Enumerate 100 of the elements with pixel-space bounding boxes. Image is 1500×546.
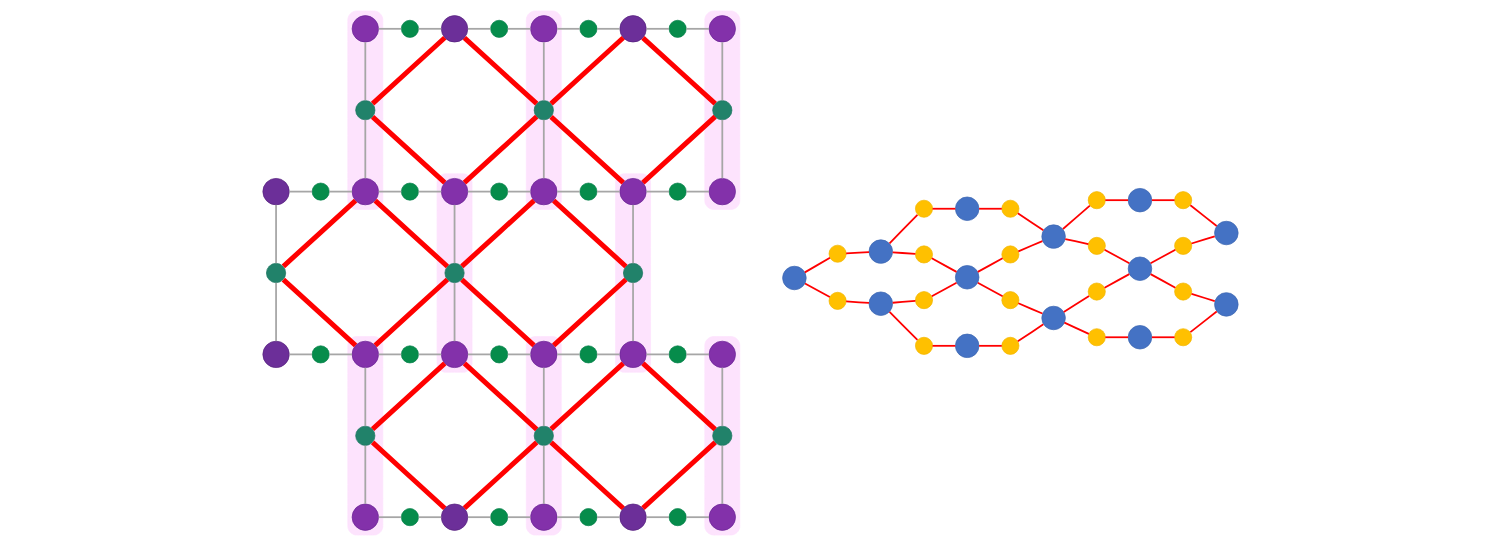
connector (555, 353, 581, 356)
connector (595, 353, 621, 356)
connector (640, 361, 717, 432)
node-circle (708, 15, 736, 43)
cluster (614, 173, 651, 373)
connector (1103, 336, 1129, 339)
node-circle (1173, 191, 1192, 210)
connector (976, 281, 1003, 298)
node-circle (954, 265, 979, 290)
node-circle (440, 340, 468, 368)
node-circle (533, 100, 554, 121)
connector (631, 204, 634, 265)
connector (377, 516, 402, 519)
connector (377, 190, 402, 193)
node-circle (354, 425, 375, 446)
node-circle (440, 503, 468, 531)
node-circle (529, 178, 557, 206)
node-circle (489, 19, 508, 38)
connector (1016, 212, 1044, 232)
node-circle (622, 263, 643, 283)
node-circle (1173, 328, 1192, 347)
connector (976, 257, 1003, 273)
node-circle (311, 182, 330, 201)
connector (542, 444, 545, 505)
node-circle (1000, 245, 1019, 264)
connector (417, 27, 442, 30)
node-circle (351, 340, 379, 368)
connector (551, 277, 628, 348)
connector (551, 198, 628, 269)
connector (595, 190, 621, 193)
connector (548, 35, 625, 106)
node-circle (440, 15, 468, 43)
node-circle (489, 345, 508, 364)
connector (417, 516, 442, 519)
connector (1103, 248, 1130, 265)
node-circle (711, 425, 732, 446)
connector (506, 353, 531, 356)
node-circle (708, 503, 736, 531)
node-circle (533, 425, 554, 446)
node-circle (668, 19, 687, 38)
connector (891, 251, 916, 255)
connector (555, 516, 581, 519)
connector (631, 281, 634, 342)
node-circle (1040, 305, 1066, 331)
connector (542, 366, 545, 427)
connector (1017, 302, 1043, 315)
connector (684, 516, 710, 519)
node-circle (1000, 336, 1019, 355)
connector (370, 440, 446, 511)
connector (370, 361, 446, 431)
connector (1190, 293, 1216, 302)
connector (1103, 273, 1130, 289)
node-circle (914, 291, 933, 310)
connector (930, 257, 957, 273)
connector (370, 35, 446, 106)
node-circle (1127, 256, 1152, 281)
connector (1150, 336, 1175, 339)
node-circle (668, 508, 687, 527)
node-circle (400, 345, 419, 364)
connector (274, 204, 277, 265)
connector (595, 516, 621, 519)
node-circle (954, 196, 979, 221)
cluster (346, 336, 383, 536)
connector (542, 119, 545, 180)
connector (1062, 295, 1090, 313)
node-circle (1127, 188, 1152, 213)
connector (1189, 310, 1218, 333)
node-circle (579, 508, 597, 527)
connector (1189, 204, 1218, 227)
connector (453, 281, 455, 342)
node-circle (354, 100, 375, 121)
connector (466, 27, 491, 30)
node-circle (1173, 236, 1192, 255)
connector (684, 190, 710, 193)
node-circle (579, 19, 597, 38)
connector (720, 41, 723, 102)
node-circle (619, 503, 647, 531)
node-circle (262, 340, 290, 368)
node-circle (262, 178, 290, 206)
connector (640, 114, 717, 185)
node-circle (668, 182, 687, 201)
connector (417, 190, 442, 193)
node-circle (529, 503, 557, 531)
node-circle (954, 333, 979, 358)
node-circle (1213, 292, 1238, 317)
connector (373, 198, 449, 269)
node-circle (1087, 328, 1106, 347)
connector (506, 27, 531, 30)
connector (1149, 248, 1176, 265)
node-circle (1087, 282, 1106, 301)
connector (803, 282, 831, 298)
connector (281, 277, 357, 348)
connector (977, 344, 1003, 347)
connector (363, 119, 366, 180)
connector (555, 27, 581, 30)
node-circle (351, 178, 379, 206)
connector (1061, 204, 1091, 230)
connector (931, 207, 956, 210)
connector (645, 516, 670, 519)
node-circle (781, 265, 807, 291)
